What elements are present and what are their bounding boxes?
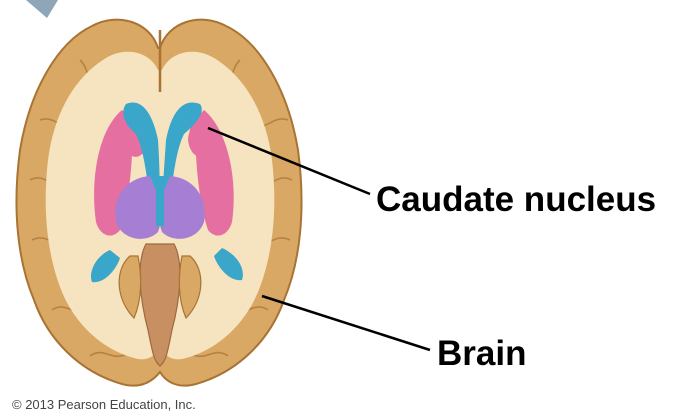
brain-leader-line (262, 296, 430, 350)
third-ventricle (156, 176, 164, 226)
corner-arrow-icon (26, 0, 58, 18)
copyright-notice: © 2013 Pearson Education, Inc. (12, 397, 196, 412)
brain-label: Brain (437, 334, 526, 374)
caudate-nucleus-label: Caudate nucleus (376, 180, 656, 220)
